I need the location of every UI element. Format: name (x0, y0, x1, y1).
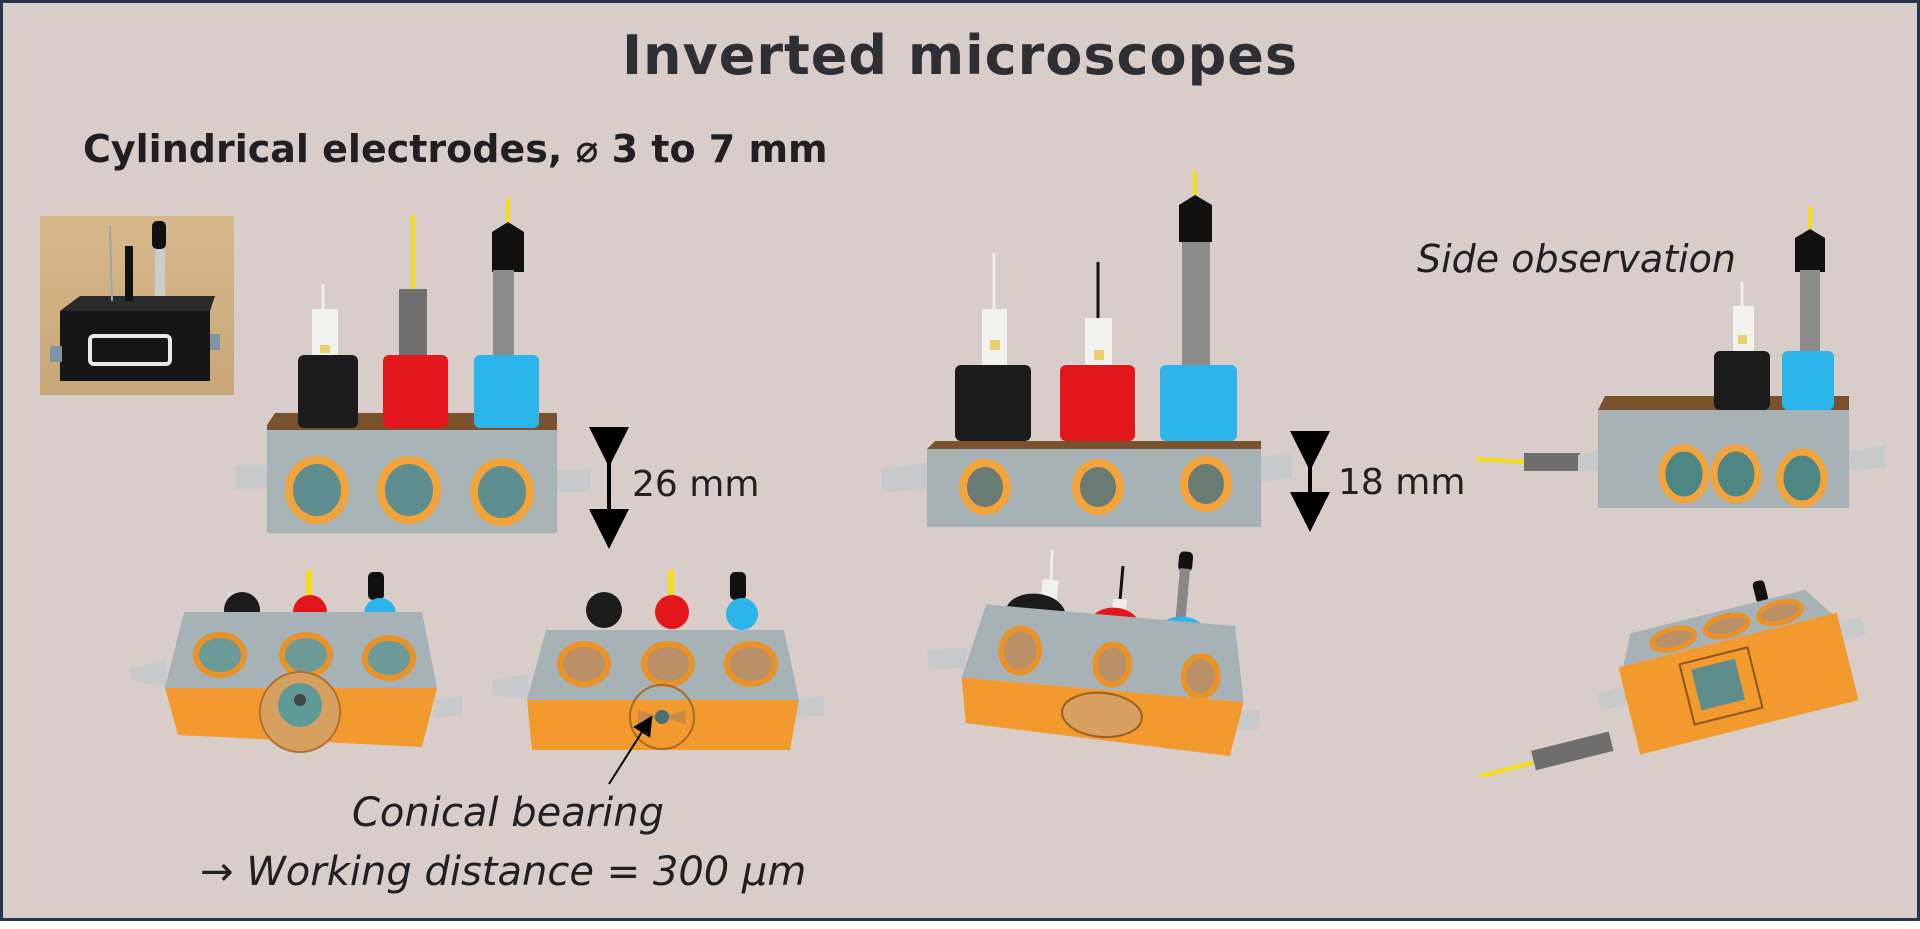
cell-bottom-view-3 (926, 549, 1261, 757)
conical-bearing-label: Conical bearing (352, 790, 665, 836)
photo-cell-drawing (50, 221, 220, 381)
side-observation-label: Side observation (1417, 237, 1736, 281)
slide-title: Inverted microscopes (621, 24, 1299, 87)
dimension-26mm: 26 mm (632, 464, 760, 505)
cell-26mm-front-view (235, 198, 629, 549)
photo-of-cell (40, 216, 234, 395)
pointer-arrow (608, 715, 653, 785)
cell-18mm-front-view (882, 171, 1330, 532)
cell-bottom-view-1 (130, 570, 462, 753)
slide-subtitle: Cylindrical electrodes, ⌀ 3 to 7 mm (83, 127, 828, 171)
cell-bottom-view-conical-bearing (492, 570, 824, 750)
working-distance-label: → Working distance = 300 µm (200, 849, 807, 895)
cell-bottom-view-side (1480, 580, 1866, 778)
dimension-18mm: 18 mm (1338, 462, 1466, 503)
cell-side-observation-view (1475, 206, 1885, 508)
